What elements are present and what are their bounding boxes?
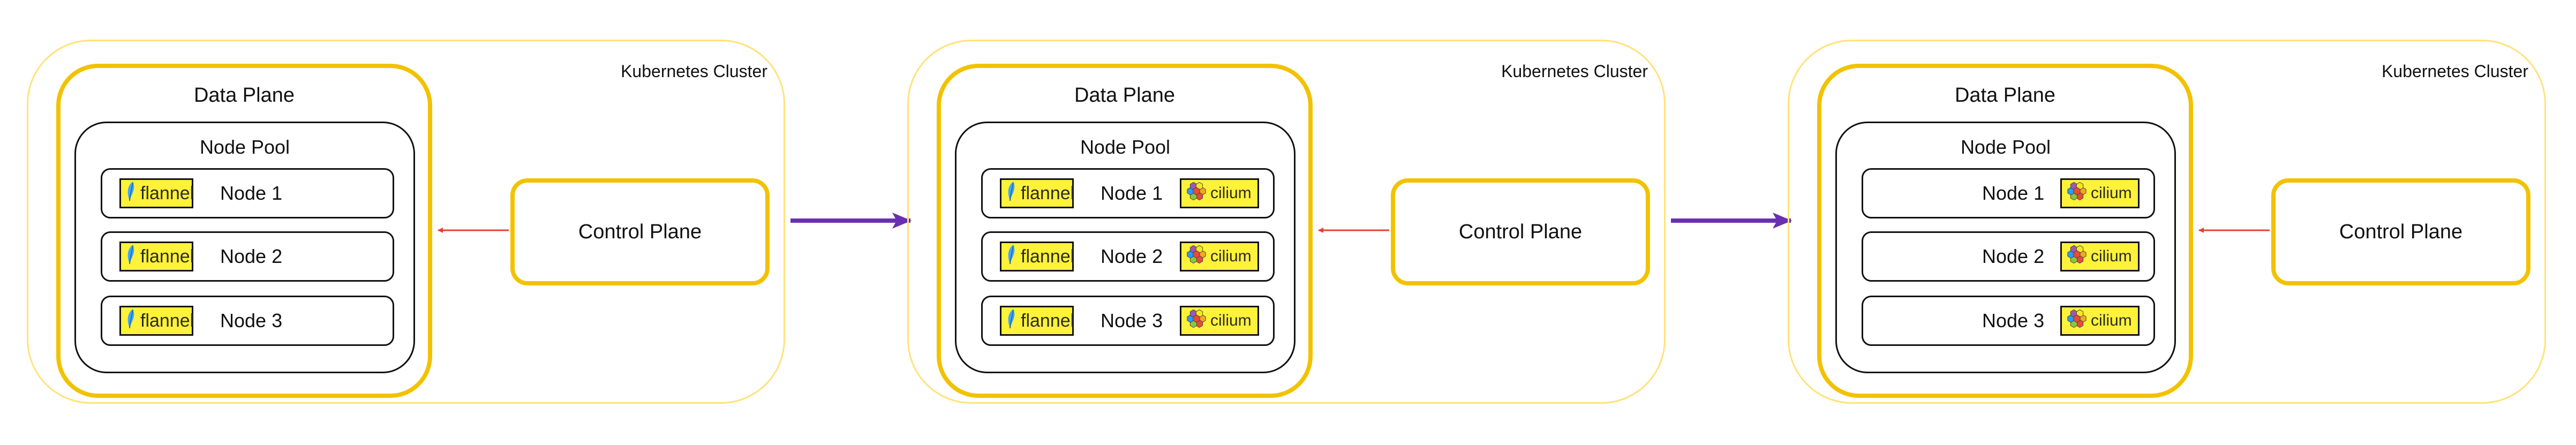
data-plane: Data Plane Node Pool flannel Node 1 cili…: [937, 64, 1313, 398]
data-plane-label: Data Plane: [1954, 84, 2055, 107]
flannel-badge: flannel: [1000, 306, 1074, 336]
node-label: Node 2: [1982, 245, 2045, 267]
node-pool-label: Node Pool: [199, 136, 290, 158]
node-1: Node 1 cilium: [1862, 168, 2155, 218]
node-label: Node 3: [220, 310, 283, 331]
kubernetes-cluster-2: Kubernetes Cluster Data Plane Node Pool …: [907, 40, 1666, 404]
flannel-label: flannel: [140, 246, 194, 267]
node-label: Node 3: [1982, 310, 2045, 331]
cilium-label: cilium: [1210, 247, 1252, 265]
cilium-label: cilium: [1210, 184, 1252, 202]
flannel-badge: flannel: [1000, 178, 1074, 208]
node-3: flannel Node 3 cilium: [981, 296, 1275, 346]
flannel-leaf-icon: [125, 244, 140, 270]
cilium-badge: cilium: [1180, 178, 1259, 208]
flannel-leaf-icon: [125, 180, 140, 207]
flannel-label: flannel: [140, 310, 194, 331]
node-label: Node 2: [1101, 245, 1163, 267]
cilium-badge: cilium: [1180, 306, 1259, 336]
cilium-flower-icon: [2066, 180, 2091, 206]
node-label: Node 1: [220, 182, 283, 204]
node-label: Node 3: [1101, 310, 1163, 331]
flannel-badge: flannel: [119, 306, 194, 336]
cilium-flower-icon: [1186, 244, 1210, 269]
flannel-badge: flannel: [119, 242, 194, 271]
flannel-label: flannel: [1021, 310, 1075, 331]
node-2: Node 2 cilium: [1862, 231, 2155, 282]
control-plane-label: Control Plane: [2339, 220, 2463, 243]
cilium-badge: cilium: [2060, 306, 2140, 336]
kubernetes-cluster-1: Kubernetes Cluster Data Plane Node Pool …: [27, 40, 785, 404]
control-plane: Control Plane: [1391, 178, 1650, 285]
cilium-badge: cilium: [1180, 242, 1259, 271]
node-1: flannel Node 1 cilium: [981, 168, 1275, 218]
data-plane-label: Data Plane: [193, 84, 295, 107]
control-plane-label: Control Plane: [578, 220, 702, 243]
flannel-label: flannel: [1021, 246, 1075, 267]
cilium-flower-icon: [2066, 244, 2091, 269]
flannel-label: flannel: [140, 183, 194, 203]
cilium-flower-icon: [1186, 308, 1210, 334]
control-plane: Control Plane: [2271, 178, 2530, 285]
cilium-badge: cilium: [2060, 242, 2140, 271]
node-pool-label: Node Pool: [1080, 136, 1171, 158]
cilium-label: cilium: [2091, 247, 2132, 265]
flannel-leaf-icon: [1006, 244, 1021, 270]
flannel-leaf-icon: [1006, 180, 1021, 207]
cilium-label: cilium: [1210, 312, 1252, 329]
node-pool-label: Node Pool: [1960, 136, 2051, 158]
node-2: flannel Node 2 cilium: [981, 231, 1275, 282]
control-plane: Control Plane: [510, 178, 770, 285]
data-plane-label: Data Plane: [1074, 84, 1175, 107]
node-3: Node 3 cilium: [1862, 296, 2155, 346]
control-plane-label: Control Plane: [1458, 220, 1583, 243]
cluster-label: Kubernetes Cluster: [621, 62, 767, 81]
data-plane: Data Plane Node Pool flannel Node 1 flan…: [56, 64, 432, 398]
cluster-label: Kubernetes Cluster: [2382, 62, 2528, 81]
node-1: flannel Node 1: [101, 168, 394, 218]
flannel-badge: flannel: [1000, 242, 1074, 271]
node-label: Node 1: [1101, 182, 1163, 204]
node-3: flannel Node 3: [101, 296, 394, 346]
node-label: Node 2: [220, 245, 283, 267]
cilium-flower-icon: [1186, 180, 1210, 206]
node-label: Node 1: [1982, 182, 2045, 204]
flannel-leaf-icon: [125, 308, 140, 334]
node-2: flannel Node 2: [101, 231, 394, 282]
cilium-label: cilium: [2091, 184, 2132, 202]
flannel-label: flannel: [1021, 183, 1075, 203]
cilium-badge: cilium: [2060, 178, 2140, 208]
flannel-leaf-icon: [1006, 308, 1021, 334]
node-pool: Node Pool flannel Node 1 flannel Node 2 …: [74, 122, 415, 373]
cilium-flower-icon: [2066, 308, 2091, 334]
cluster-label: Kubernetes Cluster: [1501, 62, 1648, 81]
cilium-label: cilium: [2091, 312, 2132, 329]
node-pool: Node Pool flannel Node 1 cilium flannel …: [955, 122, 1295, 373]
flannel-badge: flannel: [119, 178, 194, 208]
